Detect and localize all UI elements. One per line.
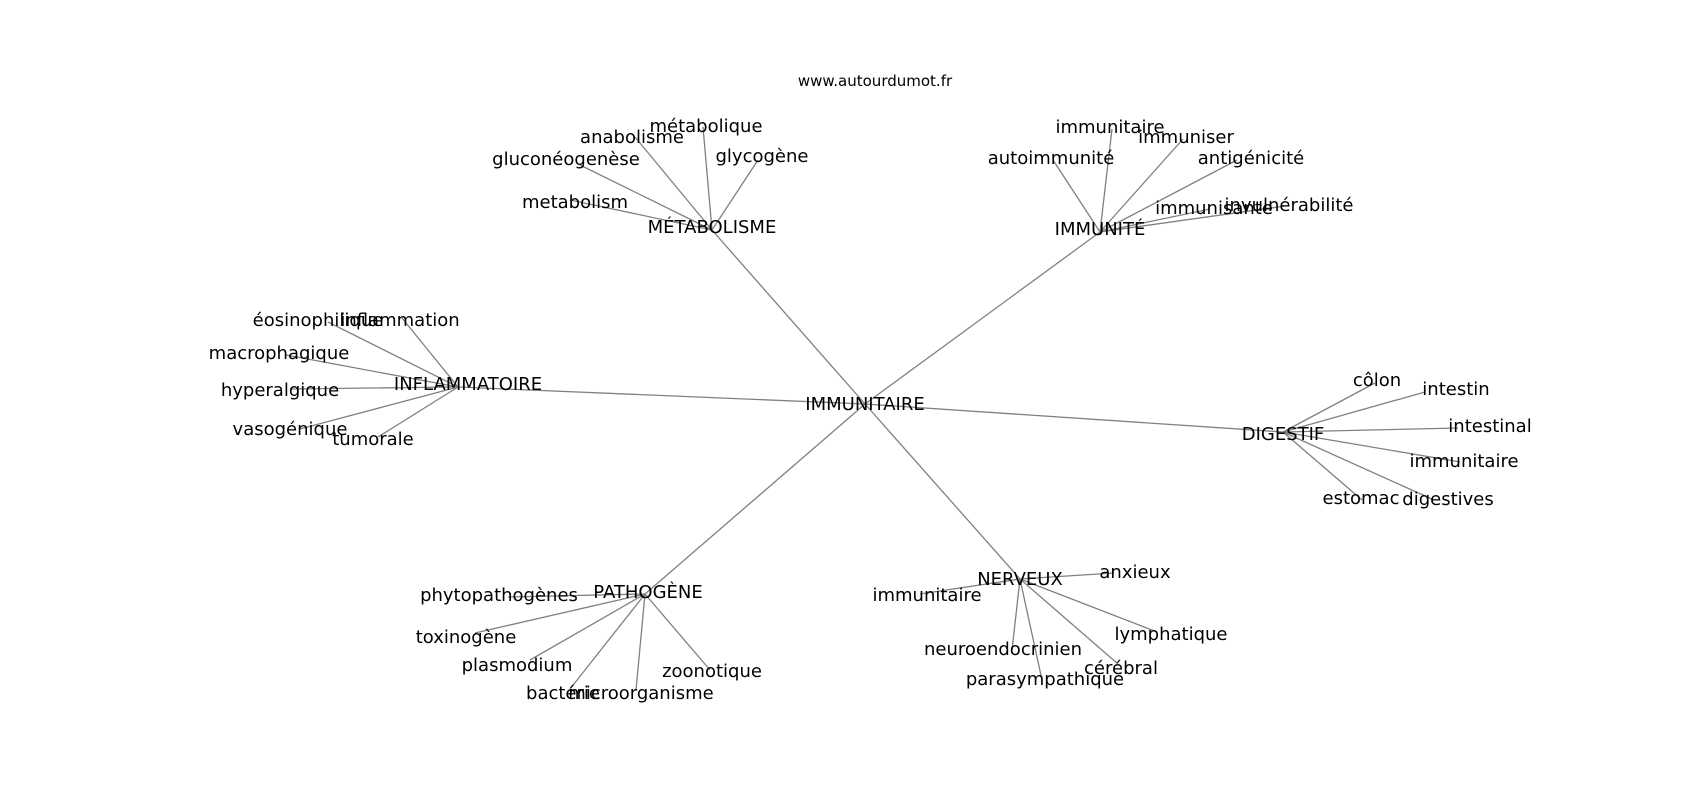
leaf-node-nerveux[interactable]: immunitaire xyxy=(872,585,981,606)
leaf-node-pathogene[interactable]: zoonotique xyxy=(662,661,762,682)
leaf-node-pathogene[interactable]: bactérie xyxy=(526,683,600,704)
leaf-node-immunite[interactable]: autoimmunité xyxy=(988,148,1115,169)
edge-immunite-leaf xyxy=(1099,208,1211,233)
leaf-node-immunite[interactable]: invulnérabilité xyxy=(1225,195,1354,216)
edge-pathogene-leaf xyxy=(474,593,646,634)
category-node-metabolisme[interactable]: MÉTABOLISME xyxy=(648,216,777,238)
leaf-node-metabolisme[interactable]: gluconéogenèse xyxy=(492,149,640,170)
edge-digestif-leaf xyxy=(1282,382,1376,433)
leaf-node-immunite[interactable]: immuniser xyxy=(1138,127,1234,148)
edge-nerveux-leaf xyxy=(1019,572,1115,580)
edge-pathogene-leaf xyxy=(569,593,646,690)
leaf-node-metabolisme[interactable]: metabolism xyxy=(522,192,628,213)
edge-inflammatoire-leaf xyxy=(289,386,459,390)
leaf-node-inflammatoire[interactable]: vasogénique xyxy=(233,419,348,440)
edge-hub-inflammatoire xyxy=(457,386,866,405)
edge-metabolisme-leaf xyxy=(702,126,713,231)
edge-metabolisme-leaf xyxy=(569,199,713,231)
edge-immunite-leaf xyxy=(1099,128,1113,233)
labels-layer: IMMUNITAIRE MÉTABOLISME métaboliqueanaboli… xyxy=(209,116,1532,704)
edge-hub-metabolisme xyxy=(711,229,866,405)
edge-metabolisme-leaf xyxy=(634,136,713,231)
edge-immunite-leaf xyxy=(1099,205,1286,233)
leaf-node-digestif[interactable]: intestin xyxy=(1422,379,1489,400)
edge-inflammatoire-leaf xyxy=(327,321,459,388)
edge-hub-digestif xyxy=(864,403,1284,433)
leaf-node-metabolisme[interactable]: métabolique xyxy=(649,116,762,137)
leaf-node-pathogene[interactable]: plasmodium xyxy=(462,655,573,676)
leaf-node-inflammatoire[interactable]: éosinophilique xyxy=(253,310,384,331)
leaf-node-immunite[interactable]: antigénicité xyxy=(1198,148,1304,169)
edge-nerveux-leaf xyxy=(1011,578,1021,651)
leaf-node-nerveux[interactable]: parasympathique xyxy=(966,669,1124,690)
edge-metabolisme-leaf xyxy=(579,164,713,231)
leaf-node-inflammatoire[interactable]: inflammation xyxy=(340,310,459,331)
edge-digestif-leaf xyxy=(1282,431,1363,501)
leaf-node-nerveux[interactable]: anxieux xyxy=(1099,562,1171,583)
edge-immunite-leaf xyxy=(1099,159,1238,233)
category-node-immunite[interactable]: IMMUNITÉ xyxy=(1055,218,1146,240)
edge-immunite-leaf xyxy=(1099,138,1184,233)
edge-digestif-leaf xyxy=(1282,431,1461,463)
leaf-node-digestif[interactable]: digestives xyxy=(1402,489,1493,510)
leaf-node-nerveux[interactable]: cérébral xyxy=(1084,658,1158,679)
leaf-node-metabolisme[interactable]: anabolisme xyxy=(580,127,684,148)
leaf-node-immunite[interactable]: immunitaire xyxy=(1055,117,1164,138)
edge-pathogene-leaf xyxy=(644,593,711,671)
category-node-digestif[interactable]: DIGESTIF xyxy=(1242,424,1325,445)
leaf-node-pathogene[interactable]: toxinogène xyxy=(416,627,517,648)
edge-nerveux-leaf xyxy=(1019,578,1119,665)
leaf-node-digestif[interactable]: côlon xyxy=(1353,370,1401,391)
leaf-node-inflammatoire[interactable]: tumorale xyxy=(332,429,414,450)
leaf-node-immunite[interactable]: immunisante xyxy=(1155,198,1273,219)
edge-hub-immunite xyxy=(864,231,1101,405)
edge-nerveux-leaf xyxy=(1019,578,1043,681)
watermark: www.autourdumot.fr xyxy=(797,72,953,90)
category-node-nerveux[interactable]: NERVEUX xyxy=(977,569,1063,590)
edge-inflammatoire-leaf xyxy=(299,386,459,430)
edge-pathogene-leaf xyxy=(635,593,646,691)
hub-node-label[interactable]: IMMUNITAIRE xyxy=(805,394,924,415)
leaf-node-inflammatoire[interactable]: hyperalgique xyxy=(221,380,339,401)
category-node-inflammatoire[interactable]: INFLAMMATOIRE xyxy=(394,374,542,395)
category-node-pathogene[interactable]: PATHOGÈNE xyxy=(593,581,702,603)
edge-pathogene-leaf xyxy=(507,593,646,598)
edge-inflammatoire-leaf xyxy=(377,386,459,438)
edge-digestif-leaf xyxy=(1282,391,1426,433)
leaf-node-metabolisme[interactable]: glycogène xyxy=(716,146,809,167)
edge-digestif-leaf xyxy=(1282,431,1435,501)
edge-pathogene-leaf xyxy=(529,593,646,661)
edge-hub-pathogene xyxy=(644,403,866,595)
edge-digestif-leaf xyxy=(1282,427,1459,433)
edge-metabolisme-leaf xyxy=(711,159,759,231)
edge-hub-nerveux xyxy=(864,403,1021,580)
edge-inflammatoire-leaf xyxy=(285,354,459,388)
edge-inflammatoire-leaf xyxy=(401,317,459,388)
leaf-node-nerveux[interactable]: lymphatique xyxy=(1114,624,1227,645)
edges-layer xyxy=(285,126,1461,691)
edge-nerveux-leaf xyxy=(1019,578,1158,633)
leaf-node-digestif[interactable]: estomac xyxy=(1323,488,1400,509)
leaf-node-digestif[interactable]: immunitaire xyxy=(1409,451,1518,472)
leaf-node-pathogene[interactable]: microorganisme xyxy=(568,683,713,704)
leaf-node-digestif[interactable]: intestinal xyxy=(1448,416,1531,437)
leaf-node-pathogene[interactable]: phytopathogènes xyxy=(420,585,578,606)
leaf-node-nerveux[interactable]: neuroendocrinien xyxy=(924,639,1082,660)
edge-immunite-leaf xyxy=(1052,159,1101,233)
leaf-node-inflammatoire[interactable]: macrophagique xyxy=(209,343,350,364)
edge-nerveux-leaf xyxy=(919,578,1021,595)
